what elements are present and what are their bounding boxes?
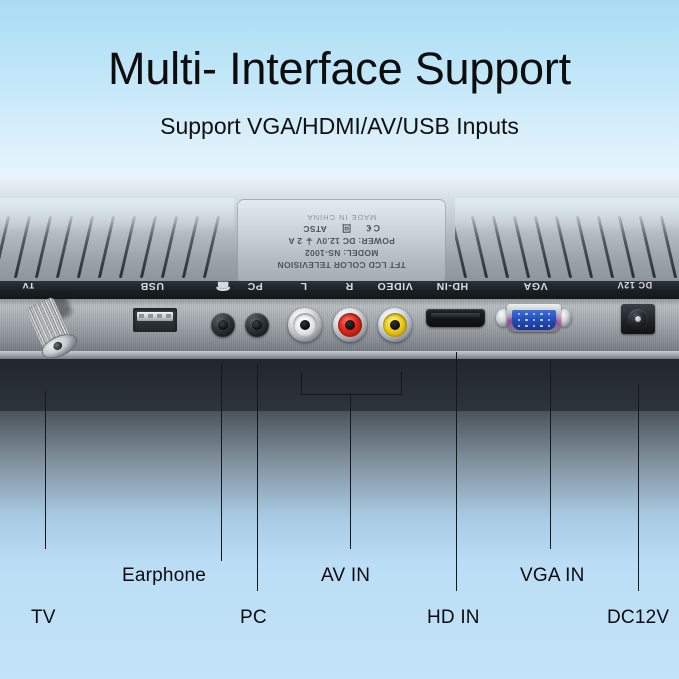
tv-rear-panel-photo: TFT LCD COLOR TELEVISION MODEL: NS-1002 … — [0, 176, 679, 411]
silk-label-audio-left: L — [300, 280, 308, 292]
vga-pin — [532, 324, 536, 327]
dc-center-pin — [635, 316, 641, 322]
callout-earphone: Earphone — [122, 565, 207, 586]
label-model-number: MODEL: NS-1002 — [304, 247, 379, 258]
silk-label-usb: USB — [140, 280, 164, 292]
usb-port[interactable] — [133, 308, 177, 332]
leader-line-vga-in — [550, 360, 552, 549]
vga-pin — [517, 318, 520, 322]
leader-bracket-av-in — [301, 372, 402, 395]
vga-pin — [532, 313, 536, 316]
vent-fade-mask — [455, 198, 679, 232]
vga-pin — [547, 324, 551, 327]
tv-lower-chassis — [0, 359, 679, 411]
ce-mark-icon: C € — [366, 223, 380, 234]
vga-pin — [517, 313, 520, 316]
silk-label-hd-in: HD-IN — [436, 280, 469, 292]
background-gradient-bottom — [0, 380, 679, 679]
vga-pin — [547, 313, 551, 316]
vga-pin-row — [515, 313, 553, 316]
vga-pin — [547, 318, 551, 322]
callout-tv: TV — [31, 607, 56, 628]
usb-tongue — [137, 312, 173, 321]
label-certifications: C € 回 ATSC — [303, 223, 380, 235]
label-power-rating: POWER: DC 12.0V ⏚ 2 A — [288, 236, 395, 247]
leader-line-hd-in — [456, 352, 458, 591]
silk-label-dc-12v: DC 12V — [617, 280, 653, 290]
vga-pin-row — [515, 318, 553, 322]
earphone-jack[interactable] — [211, 313, 235, 337]
vga-pin — [525, 313, 528, 316]
io-panel-lip — [0, 351, 679, 361]
vga-pin-grid — [515, 313, 553, 327]
vga-pin — [525, 324, 528, 327]
rca-audio-right-jack[interactable] — [333, 308, 367, 342]
label-product-type: TFT LCD COLOR TELEVISION — [277, 259, 406, 270]
callout-av-in: AV IN — [321, 565, 371, 586]
rca-audio-left-jack[interactable] — [288, 308, 322, 342]
leader-line-av-in — [350, 394, 352, 549]
rca-center-hole — [390, 320, 400, 330]
vga-pin — [517, 324, 520, 327]
vent-group-right — [455, 198, 679, 280]
rca-video-jack[interactable] — [378, 308, 412, 342]
vga-pin-row — [515, 324, 553, 327]
hdmi-port[interactable] — [426, 309, 485, 327]
vent-group-left — [0, 198, 234, 280]
callout-hd-in: HD IN — [427, 607, 480, 628]
silk-label-pc: PC — [247, 280, 263, 292]
leader-line-tv — [45, 391, 47, 549]
vent-fade-mask — [0, 198, 234, 232]
leader-line-earphone — [221, 364, 223, 561]
silk-label-tv: ᴛᴠ — [22, 280, 35, 292]
callout-pc: PC — [240, 607, 267, 628]
pc-audio-jack[interactable] — [245, 313, 269, 337]
silk-label-video: VIDEO — [377, 280, 413, 292]
vga-pin — [540, 313, 543, 316]
leader-line-dc12v — [638, 384, 640, 591]
page-title: Multi- Interface Support — [108, 43, 571, 94]
vga-pin — [525, 318, 528, 322]
vga-port[interactable] — [496, 304, 572, 334]
label-country-of-origin: MADE IN CHINA — [306, 213, 377, 222]
callout-dc12v: DC12V — [607, 607, 670, 628]
background-gradient-top — [0, 0, 679, 200]
callout-vga-in: VGA IN — [520, 565, 585, 586]
rca-center-hole — [300, 320, 310, 330]
class2-mark-icon: 回 — [341, 223, 352, 234]
vga-pin — [540, 318, 543, 322]
product-spec-label: TFT LCD COLOR TELEVISION MODEL: NS-1002 … — [237, 199, 446, 284]
page-subtitle: Support VGA/HDMI/AV/USB Inputs — [160, 113, 519, 139]
headphone-icon: ☎ — [215, 279, 231, 293]
vga-pin — [532, 318, 536, 322]
tv-bezel-strip — [0, 281, 679, 299]
silk-label-audio-right: R — [345, 280, 354, 292]
atsc-mark: ATSC — [303, 224, 327, 235]
silk-label-vga: VGA — [523, 280, 548, 292]
vga-pin — [540, 324, 543, 327]
dc-power-jack[interactable] — [621, 304, 655, 334]
leader-line-pc — [257, 364, 259, 591]
rca-center-hole — [345, 320, 355, 330]
